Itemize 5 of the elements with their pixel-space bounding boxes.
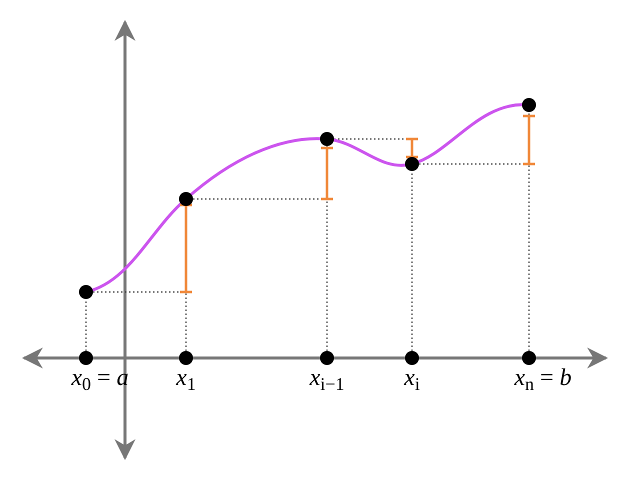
point-label: x$_{n}$ = b [514,366,572,390]
point-label: x$_{0}$ = a [71,366,129,390]
point-label: x$_{1}$ [176,366,196,390]
point-label: x$_{i}$ [404,366,420,390]
point-label: x$_{i−1}$ [310,366,344,390]
